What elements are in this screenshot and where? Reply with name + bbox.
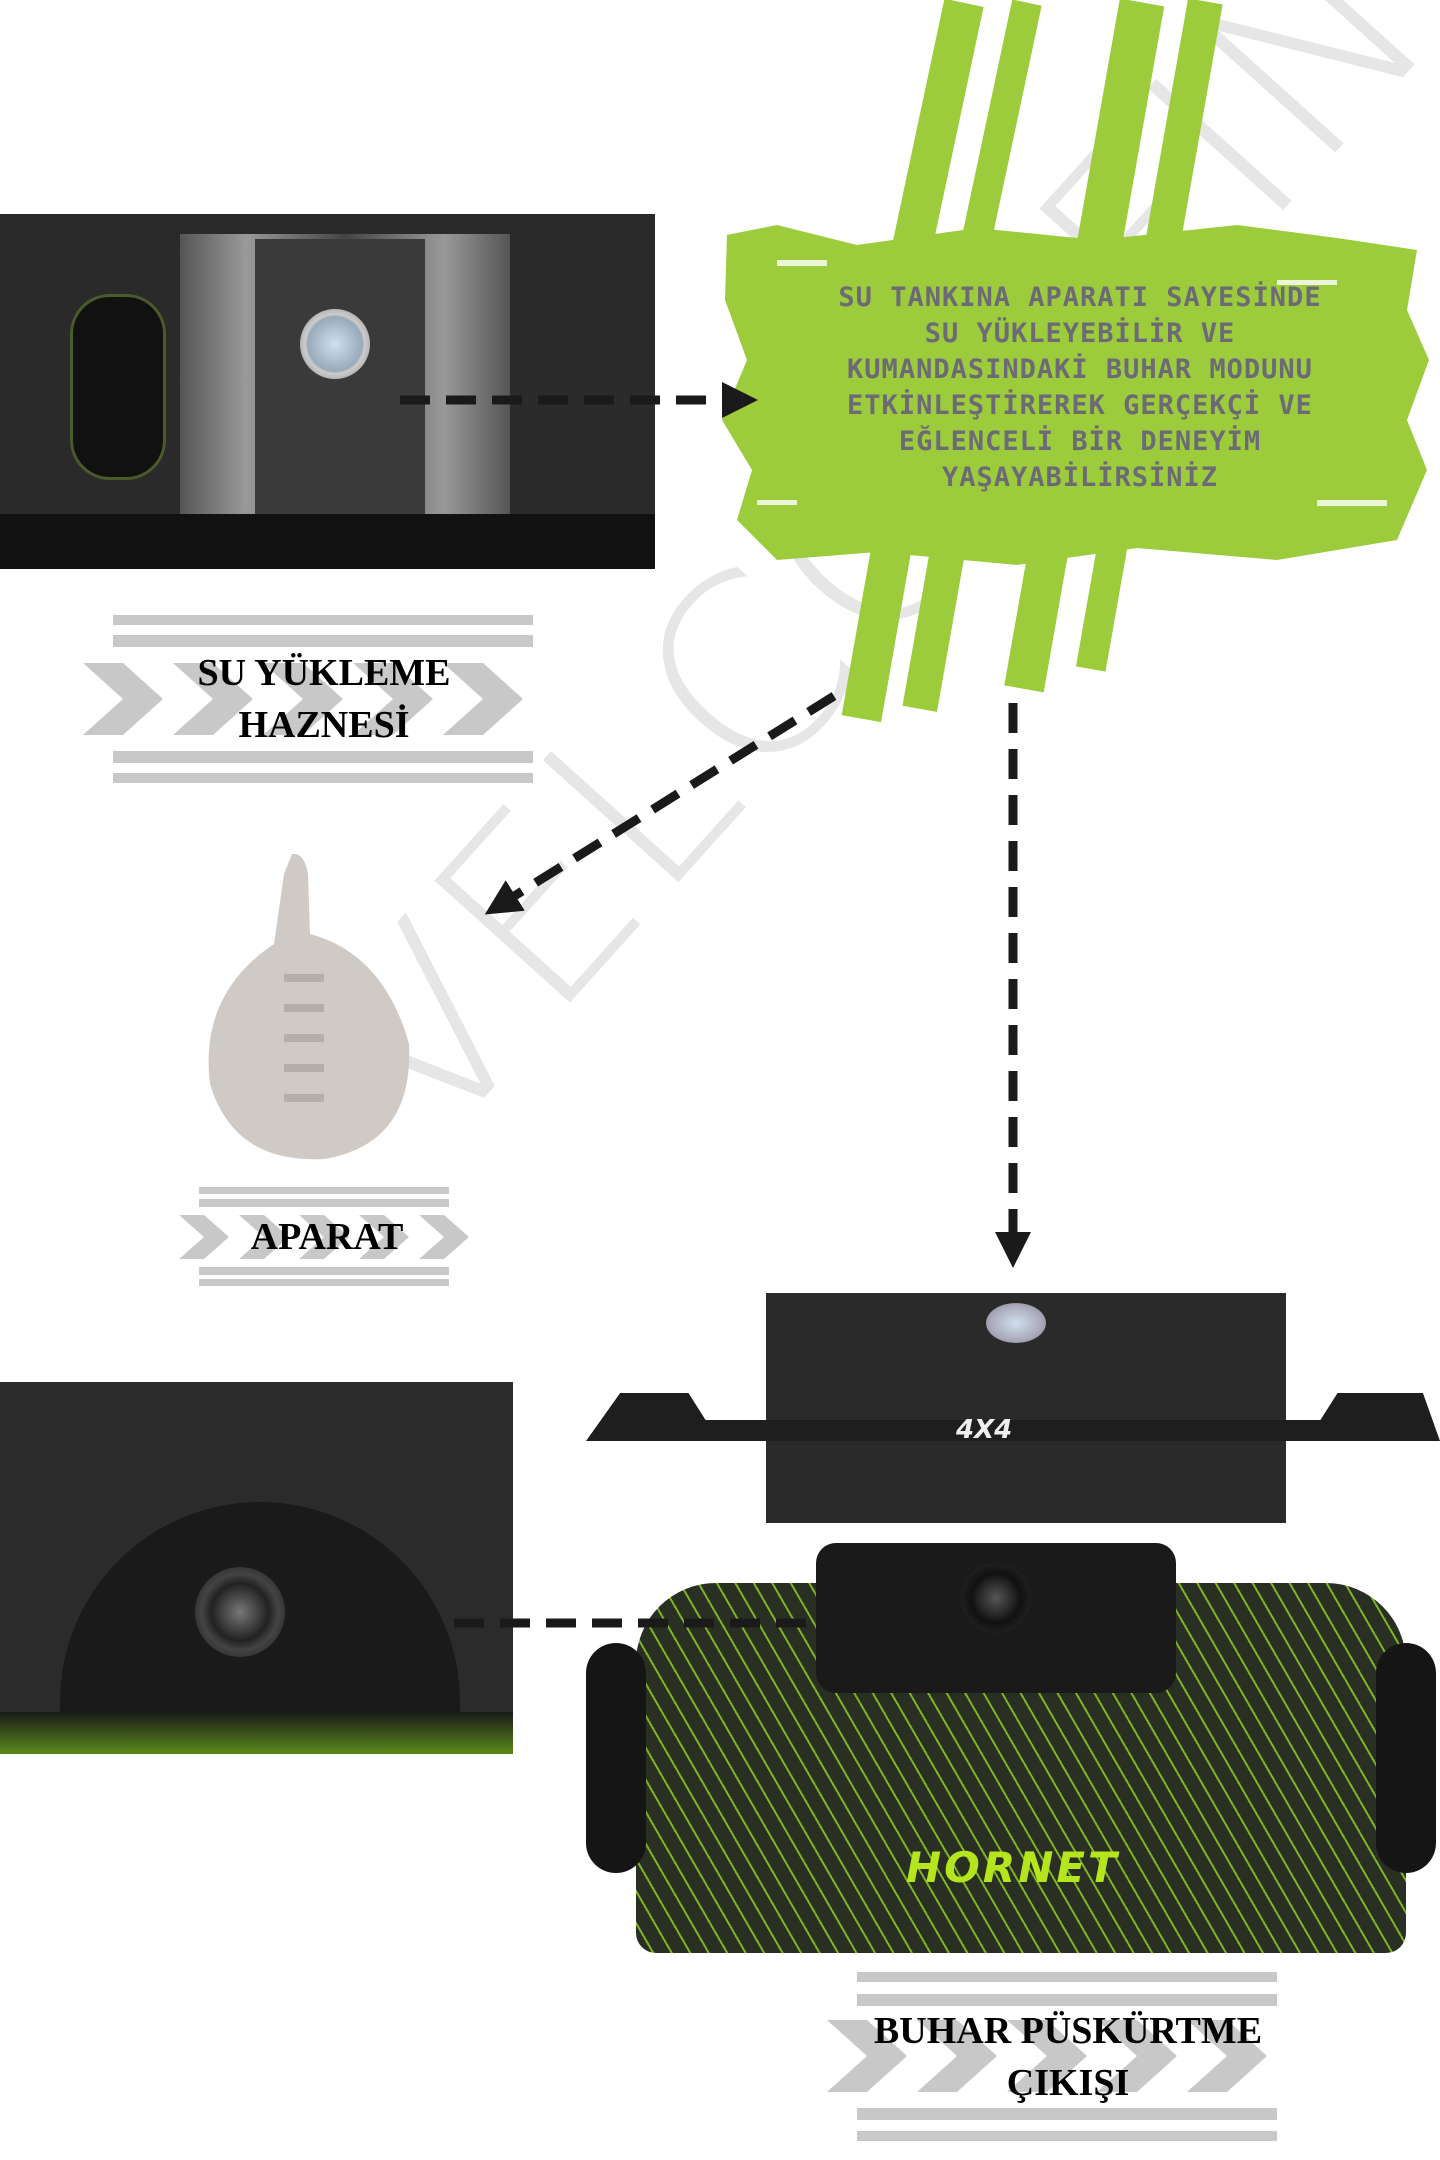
water-tank-label-line: SU YÜKLEME [197, 652, 451, 694]
wheel-left [70, 294, 166, 480]
steam-outlet-label: BUHAR PÜSKÜRTME ÇIKIŞI [827, 1970, 1309, 2143]
apparatus-image [208, 854, 410, 1160]
callout-line: SU YÜKLEYEBİLİR VE [924, 318, 1236, 349]
water-tank-label: SU YÜKLEME HAZNESİ [83, 613, 565, 785]
tank-cap [300, 309, 370, 379]
tank-cover [255, 239, 425, 539]
wheel-left [586, 1643, 646, 1873]
callout-line: ETKİNLEŞTİREREK GERÇEKÇİ VE [847, 390, 1313, 421]
steam-outlet-closeup-photo [0, 1382, 513, 1754]
water-tank-label-line: HAZNESİ [238, 704, 410, 746]
callout-line: KUMANDASINDAKİ BUHAR MODUNU [847, 354, 1313, 385]
steam-outlet-label-line: ÇIKIŞI [1006, 2061, 1130, 2104]
bumper [0, 514, 655, 569]
car-brand-logo: HORNET [906, 1843, 1120, 1892]
chevron-stripes-decoration [179, 1187, 469, 1286]
rc-car-photo: 4X4 HORNET [586, 1293, 1440, 1954]
apparatus-label-text: APARAT [250, 1215, 404, 1258]
chevron-stripes-decoration [83, 615, 533, 783]
callout-line: SU TANKINA APARATI SAYESİNDE [838, 282, 1322, 313]
steam-outlet-label-line: BUHAR PÜSKÜRTME [873, 2009, 1263, 2052]
green-splash-background [722, 0, 1429, 723]
wheel-right [1376, 1643, 1436, 1873]
car-body [636, 1583, 1406, 1953]
chevron-stripes-decoration [827, 1972, 1277, 2141]
apparatus-label: APARAT [179, 1185, 475, 1288]
steam-nozzle [195, 1567, 285, 1657]
water-tank-photo [0, 214, 655, 569]
callout-text: SU TANKINA APARATI SAYESİNDE SU YÜKLEYEB… [730, 280, 1430, 496]
green-body-strip [0, 1712, 513, 1754]
callout-line: EĞLENCELİ BİR DENEYİM [898, 426, 1262, 457]
callout-line: YAŞAYABİLİRSİNİZ [941, 462, 1219, 493]
steam-nozzle [961, 1563, 1031, 1633]
car-badge: 4X4 [956, 1415, 1013, 1445]
tank-cap [986, 1303, 1046, 1343]
dashed-arrow-callout-to-apparatus [484, 692, 837, 915]
